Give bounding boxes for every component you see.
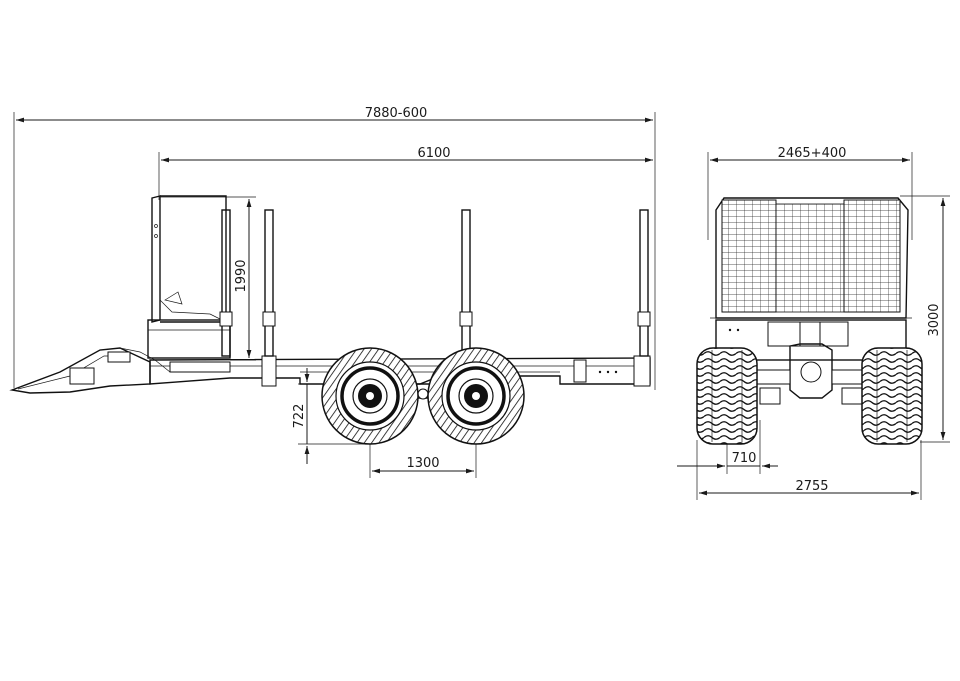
dimension-overall-length: 7880-600	[13, 106, 656, 390]
rear-load-grille	[710, 197, 912, 319]
dimension-track-offset: 710	[677, 420, 778, 474]
dimension-label-overall-height: 3000	[927, 303, 942, 336]
dimension-label-overall-width: 2465+400	[778, 146, 847, 161]
dimension-label-ground-clearance: 722	[292, 404, 307, 429]
dimension-label-overall-length: 7880-600	[365, 106, 428, 121]
dimension-label-track-offset: 710	[732, 451, 757, 466]
rear-chassis	[715, 319, 907, 405]
stanchion-1	[219, 209, 233, 357]
dimension-track-width: 2755	[696, 440, 922, 500]
stanchion-3	[459, 209, 473, 357]
dimension-overall-width: 2465+400	[707, 146, 913, 240]
wheel-rear	[427, 347, 525, 445]
stanchion-4	[637, 209, 651, 357]
rear-wheel-left	[696, 347, 758, 445]
dimension-label-bunk-length: 6100	[417, 146, 450, 161]
side-view: 7880-600 6100 1990 722	[9, 106, 656, 478]
dimension-stanchion-height: 1990	[160, 196, 256, 361]
wheel-front	[321, 347, 419, 445]
rear-wheel-right	[861, 347, 923, 445]
dimension-label-track-width: 2755	[795, 479, 828, 494]
dimension-label-stanchion-height: 1990	[234, 259, 249, 292]
stanchion-2	[262, 209, 276, 357]
dimension-label-axle-spacing: 1300	[406, 456, 439, 471]
dimension-bunk-length: 6100	[158, 146, 653, 200]
dimension-overall-height: 3000	[900, 195, 950, 443]
rear-view: 2465+400 3000 710 2755	[677, 146, 950, 500]
headboard	[147, 195, 231, 373]
drawbar	[9, 347, 171, 394]
